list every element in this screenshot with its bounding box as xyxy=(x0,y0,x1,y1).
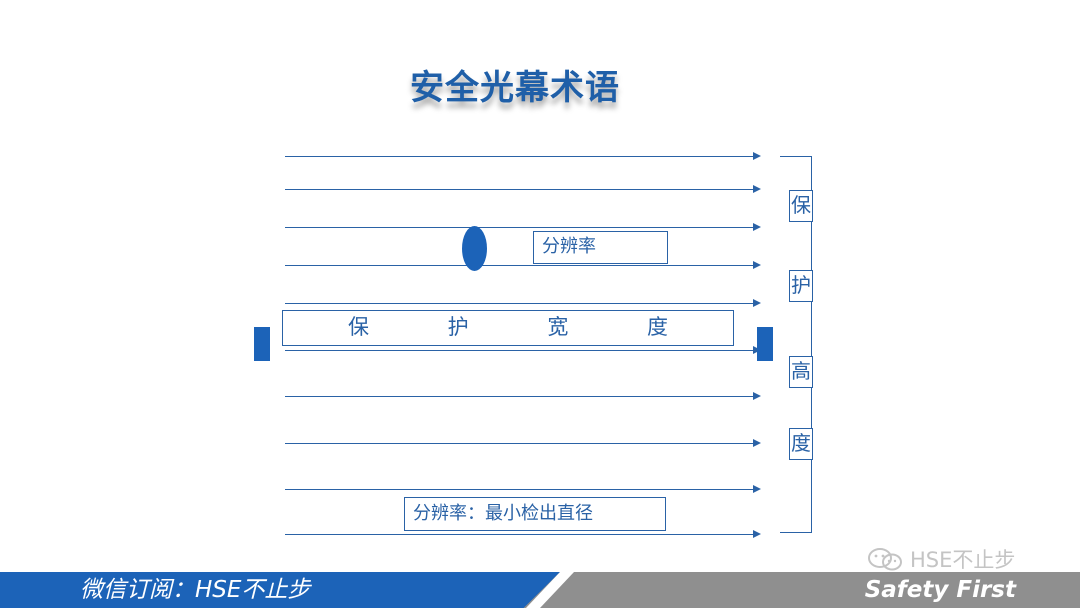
footer-subscribe-text: 微信订阅：HSE不止步 xyxy=(80,577,311,603)
light-beam xyxy=(285,151,761,160)
light-beam xyxy=(285,484,761,493)
arrow-head-icon xyxy=(753,484,761,493)
resolution-definition-label: 分辨率：最小检出直径 xyxy=(404,497,666,531)
protected-height-char: 保 xyxy=(789,190,813,222)
protected-height-char: 度 xyxy=(789,428,813,460)
arrow-head-icon xyxy=(753,529,761,538)
arrow-head-icon xyxy=(753,151,761,160)
protected-height-bracket xyxy=(780,156,812,533)
emitter-block xyxy=(254,327,270,361)
slide-title: 安全光幕术语 xyxy=(410,68,620,108)
protected-width-label: 保 护 宽 度 xyxy=(282,310,734,346)
arrow-head-icon xyxy=(753,438,761,447)
receiver-block xyxy=(757,327,773,361)
wechat-icon xyxy=(868,548,902,571)
watermark: HSE不止步 xyxy=(866,546,1015,574)
protected-height-char: 护 xyxy=(789,270,813,302)
footer-slogan: Safety First xyxy=(864,577,1016,603)
light-beam xyxy=(285,345,761,354)
light-beam xyxy=(285,529,761,538)
light-beam xyxy=(285,391,761,400)
protected-height-char: 高 xyxy=(789,356,813,388)
resolution-label: 分辨率 xyxy=(533,231,668,264)
arrow-head-icon xyxy=(753,298,761,307)
arrow-head-icon xyxy=(753,260,761,269)
light-beam xyxy=(285,298,761,307)
light-beam xyxy=(285,260,761,269)
light-beam xyxy=(285,438,761,447)
arrow-head-icon xyxy=(753,222,761,231)
watermark-text: HSE不止步 xyxy=(910,548,1016,572)
footer-blue-band xyxy=(0,572,560,608)
arrow-head-icon xyxy=(753,184,761,193)
test-object-ellipse xyxy=(462,226,487,271)
light-beam xyxy=(285,222,761,231)
arrow-head-icon xyxy=(753,391,761,400)
light-beam xyxy=(285,184,761,193)
